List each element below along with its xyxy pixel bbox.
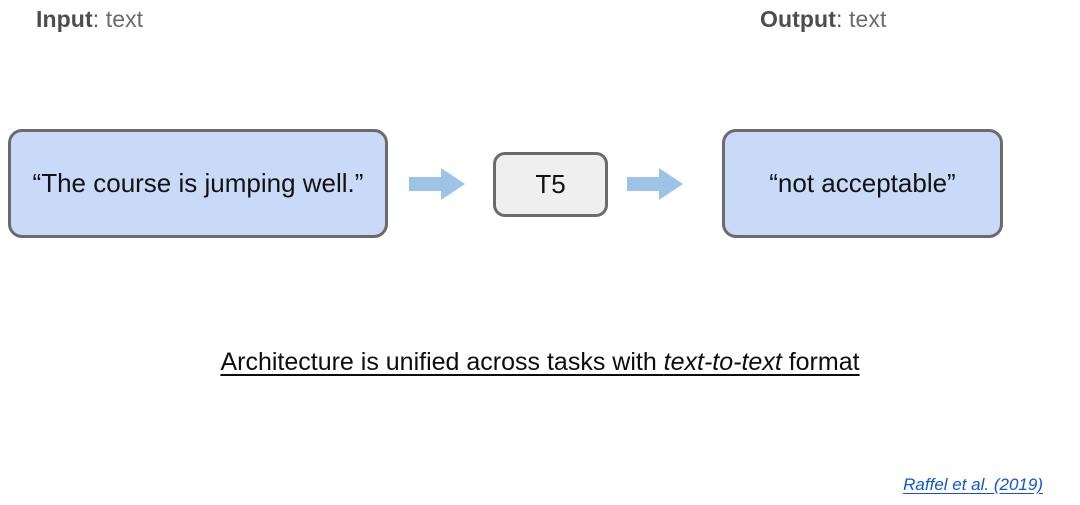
input-label-key: Input [36,6,93,32]
output-text-box: “not acceptable” [722,129,1003,238]
input-label: Input: text [36,6,143,33]
input-label-value: text [105,6,144,32]
caption-underlined-line: Architecture is unified across tasks wit… [220,348,859,376]
model-box-label: T5 [535,168,566,199]
model-box-t5: T5 [493,152,608,217]
output-label: Output: text [760,6,886,33]
output-label-key: Output [760,6,836,32]
input-text-box-label: “The course is jumping well.” [32,167,364,198]
caption-part-1: Architecture is unified across tasks wit… [220,348,664,376]
caption-part-2: format [781,348,860,376]
arrow-model-to-output-icon [627,167,683,201]
caption-emphasis: text-to-text [663,348,782,376]
citation-link[interactable]: Raffel et al. (2019) [903,475,1043,494]
input-label-separator: : [92,6,100,32]
input-text-box: “The course is jumping well.” [8,129,388,238]
caption: Architecture is unified across tasks wit… [0,348,1080,377]
output-text-box-label: “not acceptable” [769,167,956,198]
output-label-value: text [848,6,887,32]
arrow-input-to-model-icon [409,167,465,201]
output-label-separator: : [835,6,843,32]
